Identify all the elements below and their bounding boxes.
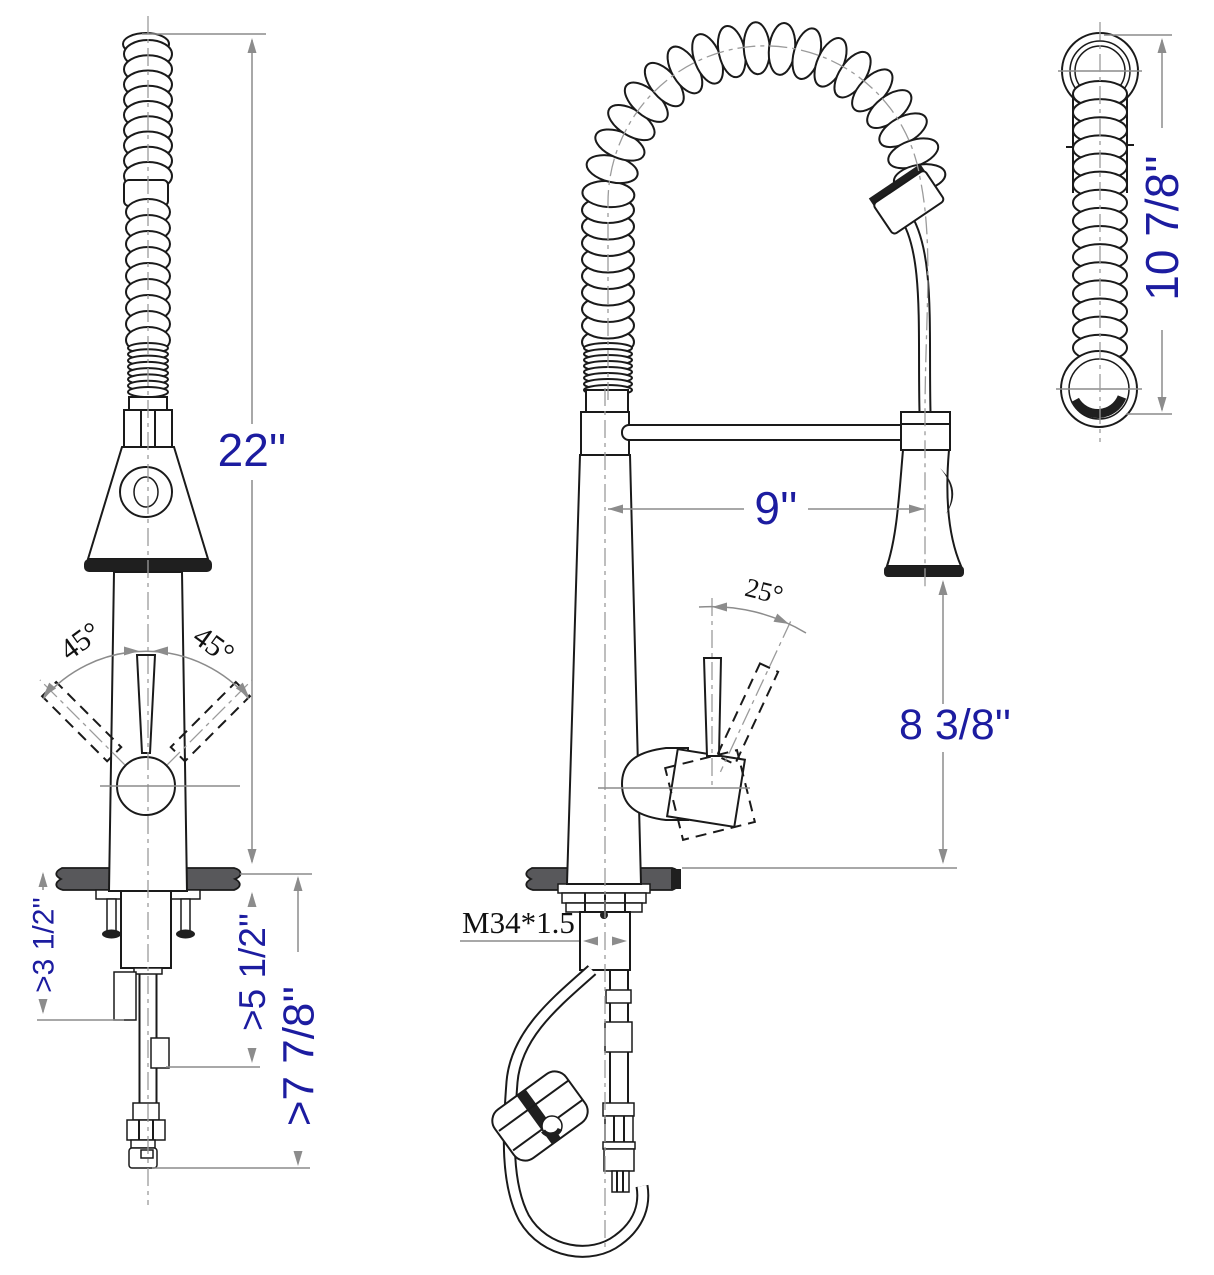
spout-height-label: 8 3/8'' bbox=[899, 701, 1011, 749]
handle-tilt-ghost-block bbox=[663, 748, 757, 842]
dimensions: 22'' 45° 45° >3 1/2'' >5 1/2'' >7 7/8'' … bbox=[28, 33, 1188, 1169]
thread-label: M34*1.5 bbox=[462, 905, 575, 940]
spring-collar bbox=[868, 163, 945, 235]
spring-front bbox=[122, 32, 173, 398]
clearance-mid-label: >5 1/2'' bbox=[232, 913, 273, 1031]
support-bar bbox=[621, 424, 909, 441]
reach-dim-label: 9'' bbox=[754, 482, 797, 534]
tilt-label: 25° bbox=[742, 572, 786, 610]
spring-arch-side bbox=[581, 21, 947, 396]
hose-weight bbox=[491, 1070, 589, 1162]
clearance-side-label: >3 1/2'' bbox=[28, 897, 61, 993]
height-dim-label: 22'' bbox=[218, 424, 287, 476]
clearance-bottom-label: >7 7/8'' bbox=[274, 986, 323, 1126]
handle-side bbox=[620, 657, 780, 842]
centerlines bbox=[39, 16, 1101, 1248]
countertop-side-step bbox=[671, 869, 681, 889]
under-counter-front bbox=[95, 889, 201, 1169]
pulldown-hose bbox=[602, 970, 636, 1193]
top-view bbox=[1056, 32, 1142, 428]
front-view bbox=[40, 32, 252, 1169]
handle-front bbox=[40, 654, 252, 816]
swing-right-label: 45° bbox=[187, 620, 240, 671]
side-view bbox=[491, 21, 964, 1258]
spring-length-label: 10 7/8'' bbox=[1136, 155, 1188, 300]
spray-toggle-button bbox=[940, 468, 954, 514]
